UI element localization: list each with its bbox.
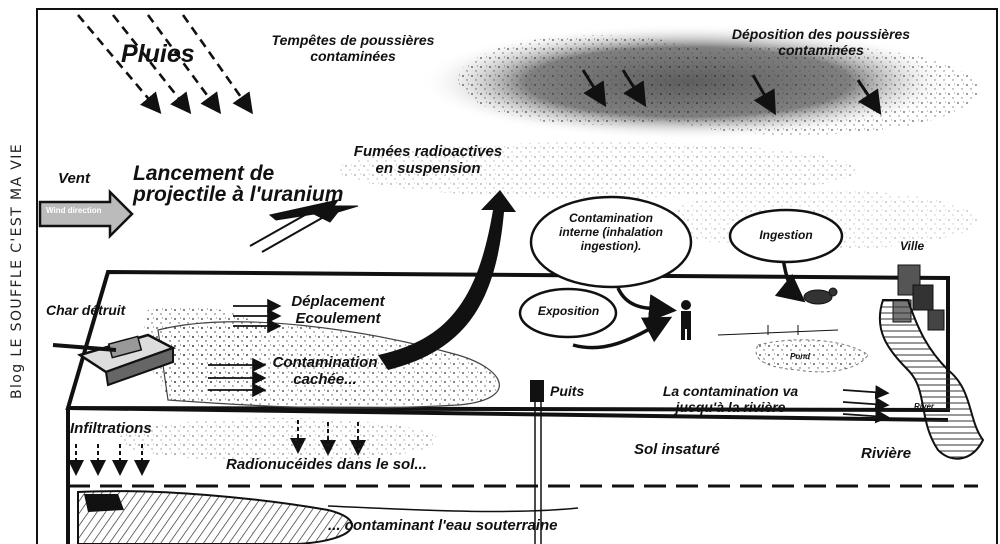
label-river: Rivière: [861, 445, 911, 462]
diagram-scene: [38, 10, 996, 544]
label-hidden-line1: Contamination: [260, 354, 390, 371]
label-infiltration: Infiltrations: [70, 420, 152, 437]
label-radionuclides: Radionucéides dans le sol...: [226, 456, 427, 473]
label-pond: Pond: [790, 352, 810, 361]
label-river-reach-line1: La contamination va: [633, 383, 828, 399]
label-hidden-line2: cachée...: [260, 371, 390, 388]
label-deposition: Déposition des poussières contaminées: [706, 26, 936, 58]
label-displacement-line2: Ecoulement: [273, 310, 403, 327]
label-smoke: Fumées radioactives en suspension: [343, 143, 513, 178]
side-brand-text: Blog LE SOUFFLE C'EST MA VIE: [9, 143, 25, 399]
label-ingestion: Ingestion: [741, 229, 831, 243]
label-internal-line1: Contamination: [541, 212, 681, 226]
label-well: Puits: [550, 383, 584, 399]
label-groundwater: ... contaminant l'eau souterraine: [328, 517, 557, 534]
diagram-frame: Pluies Tempêtes de poussières contaminée…: [36, 8, 998, 544]
aircraft-icon: [250, 200, 358, 252]
label-dust-storm: Tempêtes de poussières contaminées: [263, 32, 443, 64]
label-city: Ville: [900, 240, 924, 254]
label-launch-line1: Lancement de: [133, 163, 343, 184]
label-deposition-line1: Déposition des poussières: [706, 26, 936, 42]
label-deposition-line2: contaminées: [706, 42, 936, 58]
label-smoke-line2: en suspension: [343, 160, 513, 177]
label-river-reach: La contamination va jusqu'à la rivière: [633, 383, 828, 415]
label-river-en: River: [914, 402, 934, 411]
label-internal-line3: ingestion).: [541, 240, 681, 254]
label-hidden-contamination: Contamination cachée...: [260, 354, 390, 389]
label-exposure: Exposition: [521, 305, 616, 319]
label-river-reach-line2: jusqu'à la rivière: [633, 399, 828, 415]
label-wind: Vent: [58, 170, 90, 187]
label-displacement-line1: Déplacement: [273, 293, 403, 310]
label-rain: Pluies: [121, 40, 195, 69]
label-tank: Char détruit: [46, 302, 125, 318]
label-wind-arrow: Wind direction: [46, 206, 101, 215]
label-dust-storm-line2: contaminées: [263, 48, 443, 64]
label-displacement: Déplacement Ecoulement: [273, 293, 403, 328]
label-unsaturated-soil: Sol insaturé: [634, 441, 720, 458]
label-launch: Lancement de projectile à l'uranium: [133, 163, 343, 205]
label-dust-storm-line1: Tempêtes de poussières: [263, 32, 443, 48]
label-smoke-line1: Fumées radioactives: [343, 143, 513, 160]
side-brand: Blog LE SOUFFLE C'EST MA VIE: [0, 0, 34, 542]
label-launch-line2: projectile à l'uranium: [133, 184, 343, 205]
label-internal-contamination: Contamination interne (inhalation ingest…: [541, 212, 681, 253]
label-internal-line2: interne (inhalation: [541, 226, 681, 240]
